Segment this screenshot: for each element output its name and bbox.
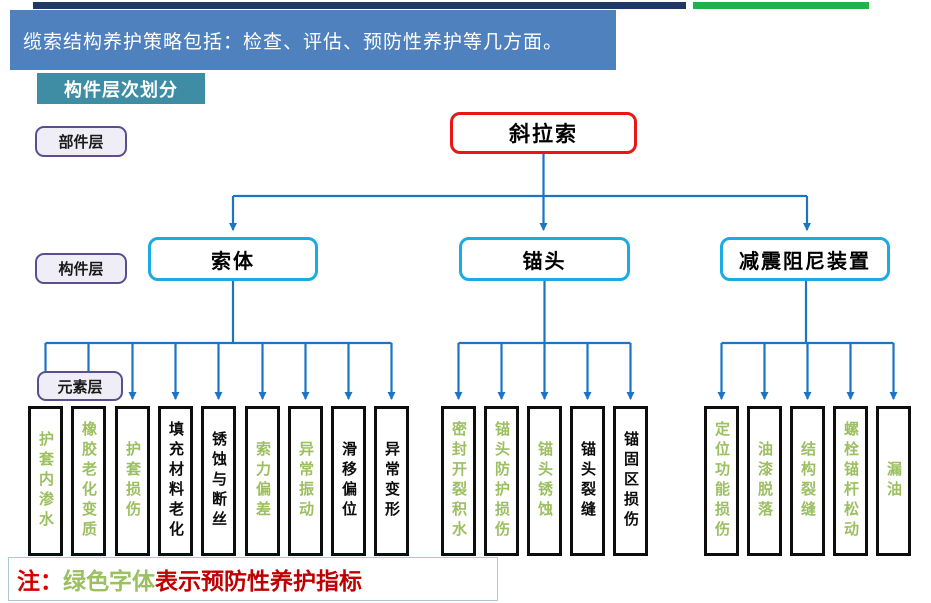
leaf-label: 锚头裂缝 bbox=[579, 441, 596, 521]
section-title: 构件层次划分 bbox=[37, 73, 205, 104]
banner: 缆索结构养护策略包括：检查、评估、预防性养护等几方面。 bbox=[10, 10, 616, 70]
leaf-node: 锚固区损伤 bbox=[613, 406, 648, 556]
leaf-node: 锚头锈蚀 bbox=[527, 406, 562, 556]
note-prefix: 注： bbox=[17, 568, 63, 594]
leaf-label: 锚头防护损伤 bbox=[493, 421, 510, 541]
leaf-node: 异常变形 bbox=[374, 406, 409, 556]
layer-label-element: 元素层 bbox=[37, 371, 123, 401]
leaf-label: 滑移偏位 bbox=[340, 441, 357, 521]
leaf-node: 护套损伤 bbox=[115, 406, 150, 556]
banner-text: 缆索结构养护策略包括：检查、评估、预防性养护等几方面。 bbox=[23, 31, 564, 53]
leaf-label: 锚固区损伤 bbox=[622, 431, 639, 531]
leaf-label: 锈蚀与断丝 bbox=[210, 431, 227, 531]
branch-node-cable-body: 索体 bbox=[148, 237, 318, 281]
leaf-label: 异常振动 bbox=[297, 441, 314, 521]
leaf-label: 锚头锈蚀 bbox=[536, 441, 553, 521]
leaf-node: 锚头裂缝 bbox=[570, 406, 605, 556]
layer-label-text: 元素层 bbox=[57, 378, 103, 396]
leaf-label: 结构裂缝 bbox=[799, 441, 816, 521]
leaf-node: 护套内渗水 bbox=[28, 406, 63, 556]
leaf-label: 螺栓锚杆松动 bbox=[842, 421, 859, 541]
leaf-label: 密封开裂积水 bbox=[450, 421, 467, 541]
layer-label-member: 构件层 bbox=[35, 253, 127, 284]
leaf-node: 螺栓锚杆松动 bbox=[833, 406, 868, 556]
layer-label-text: 部件层 bbox=[58, 134, 104, 151]
branch-node-damper: 减震阻尼装置 bbox=[720, 237, 890, 281]
layer-label-text: 构件层 bbox=[58, 261, 104, 278]
top-navy-bar bbox=[33, 2, 686, 9]
layer-label-component: 部件层 bbox=[35, 126, 127, 157]
root-node: 斜拉索 bbox=[450, 112, 637, 154]
leaf-label: 橡胶老化变质 bbox=[80, 421, 97, 541]
leaf-label: 定位功能损伤 bbox=[713, 421, 730, 541]
leaf-label: 索力偏差 bbox=[254, 441, 271, 521]
leaf-label: 填充材料老化 bbox=[167, 421, 184, 541]
branch-node-label: 索体 bbox=[211, 250, 255, 273]
leaf-node: 橡胶老化变质 bbox=[71, 406, 106, 556]
leaf-label: 漏油 bbox=[885, 461, 902, 501]
leaf-node: 填充材料老化 bbox=[158, 406, 193, 556]
leaf-label: 异常变形 bbox=[383, 441, 400, 521]
leaf-node: 滑移偏位 bbox=[331, 406, 366, 556]
leaf-node: 索力偏差 bbox=[245, 406, 280, 556]
root-node-label: 斜拉索 bbox=[509, 123, 578, 146]
leaf-node: 漏油 bbox=[876, 406, 911, 556]
branch-node-anchor-head: 锚头 bbox=[459, 237, 630, 281]
top-green-bar bbox=[693, 2, 869, 9]
section-title-text: 构件层次划分 bbox=[64, 79, 178, 100]
note-red-text: 表示预防性养护指标 bbox=[155, 568, 362, 594]
leaf-node: 密封开裂积水 bbox=[441, 406, 476, 556]
leaf-node: 定位功能损伤 bbox=[704, 406, 739, 556]
legend-note: 注： 绿色字体 表示预防性养护指标 bbox=[8, 557, 498, 601]
note-green-text: 绿色字体 bbox=[63, 568, 155, 594]
leaf-node: 异常振动 bbox=[288, 406, 323, 556]
leaf-node: 锚头防护损伤 bbox=[484, 406, 519, 556]
leaf-label: 护套内渗水 bbox=[37, 431, 54, 531]
leaf-label: 油漆脱落 bbox=[756, 441, 773, 521]
branch-node-label: 减震阻尼装置 bbox=[739, 250, 871, 273]
leaf-label: 护套损伤 bbox=[124, 441, 141, 521]
branch-node-label: 锚头 bbox=[522, 250, 567, 273]
leaf-node: 结构裂缝 bbox=[790, 406, 825, 556]
leaf-node: 油漆脱落 bbox=[747, 406, 782, 556]
leaf-node: 锈蚀与断丝 bbox=[201, 406, 236, 556]
